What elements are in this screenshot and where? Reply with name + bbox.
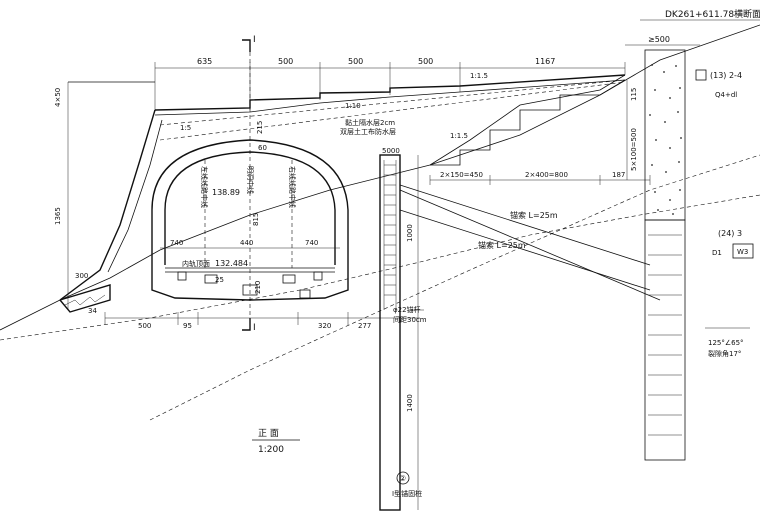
- slope-15: [429, 74, 626, 166]
- pile-spacing-label: 间距30cm: [393, 316, 427, 324]
- elev-rail: 132.484: [215, 259, 248, 268]
- label-left-track: 左线线路中线: [200, 166, 209, 208]
- dim-187: 187: [612, 171, 625, 179]
- pile-rebar-label: φ22锚杆: [393, 305, 421, 314]
- dim-95: 95: [183, 322, 192, 330]
- slope-10-label: 1:10: [345, 102, 361, 110]
- dim-740a: 740: [170, 239, 183, 247]
- section-mark-top-label: I: [253, 35, 256, 45]
- soil-layer-label: (13) 2-4: [710, 71, 742, 80]
- pile-number: ②: [399, 474, 406, 483]
- dim-25: 25: [215, 276, 224, 284]
- waterproof-layer-2: 双层土工布防水层: [340, 127, 396, 136]
- dim-60: 60: [258, 144, 267, 152]
- dim-5x100: 5×100=500: [630, 128, 638, 171]
- dim-ge500: ≥500: [648, 35, 670, 44]
- left-toe-hatch: [64, 294, 106, 306]
- section-mark-bottom-label: I: [253, 323, 256, 333]
- base-block: [282, 274, 296, 284]
- label-tunnel-centerline: 明洞中线: [246, 166, 255, 194]
- anchor-pile: [379, 154, 401, 511]
- dim-215: 215: [256, 121, 264, 134]
- dim-34: 34: [88, 307, 97, 315]
- waterproof-layer: 黏土隔水层2cm: [345, 118, 395, 127]
- dim-300: 300: [75, 272, 88, 280]
- soil-column-top: [644, 49, 686, 221]
- left-wall-inner: [107, 119, 163, 273]
- dim-2x400: 2×400=800: [525, 171, 568, 179]
- slope-dash: [159, 79, 626, 126]
- marker-box: [695, 69, 707, 81]
- dim-1365: 1365: [54, 207, 62, 225]
- rock-d1-label: D1: [712, 249, 722, 257]
- dim-top-500b: 500: [348, 57, 363, 66]
- slope-top-label: 1:1.5: [470, 72, 488, 80]
- dim-2x150: 2×150=450: [440, 171, 483, 179]
- slope-dash2: [159, 81, 626, 141]
- dim-210: 210: [254, 281, 262, 294]
- dim-277: 277: [358, 322, 371, 330]
- dim-500b: 500: [138, 322, 151, 330]
- backfill-top2: [154, 79, 626, 116]
- drawing-title: 正 面: [258, 428, 279, 439]
- base-block: [299, 289, 311, 299]
- rock-column: [644, 219, 686, 461]
- anchor-cable-1: [399, 184, 651, 266]
- joint-orientation: 125°∠65°: [708, 339, 744, 347]
- rock-w3-label: W3: [737, 248, 748, 256]
- rock-hatch: [648, 234, 682, 436]
- section-label: DK261+611.78横断面: [665, 8, 760, 20]
- anchor-cable-label-2: 锚索 L=25m: [478, 240, 526, 250]
- soil-dots: [649, 64, 682, 215]
- rail-label: 内轨顶面: [182, 259, 210, 268]
- dim-115: 115: [630, 88, 638, 101]
- slope-15-label: 1:5: [180, 124, 191, 132]
- elev-top: 138.89: [212, 188, 240, 197]
- dim-815: 815: [252, 213, 260, 226]
- dim-740b: 740: [305, 239, 318, 247]
- backfill-top: [154, 74, 626, 111]
- drain-left: [177, 271, 187, 281]
- left-toe: [59, 284, 111, 313]
- rock-boundary-line: [0, 194, 760, 341]
- dim-top-500a: 500: [278, 57, 293, 66]
- anchor-cable-2: [399, 209, 651, 291]
- dim-320: 320: [318, 322, 331, 330]
- dim-440: 440: [240, 239, 253, 247]
- drain-right: [313, 271, 323, 281]
- pile-name: I型锚固桩: [392, 489, 422, 498]
- left-wall: [59, 109, 156, 301]
- base-block: [204, 274, 218, 284]
- dim-1000: 1000: [406, 224, 414, 242]
- dim-4x50: 4×50: [54, 88, 62, 107]
- dim-top-635: 635: [197, 57, 212, 66]
- pile-number-circle: [396, 471, 410, 485]
- drawing-scale: 1:200: [258, 445, 284, 455]
- soil-type-label: Q4+dl: [715, 91, 737, 99]
- slope-mid-label: 1:1.5: [450, 132, 468, 140]
- original-ground-line: [149, 154, 760, 421]
- dim-top-500c: 500: [418, 57, 433, 66]
- joint-angle: 裂隙角17°: [708, 349, 741, 358]
- dim-top-1167: 1167: [535, 57, 555, 66]
- dim-5000: 5000: [382, 147, 400, 155]
- w3-box: [732, 243, 754, 259]
- pile-hatch: [384, 164, 396, 296]
- label-right-track: 右线线路中线: [288, 166, 297, 208]
- section-mark-top: [242, 39, 251, 52]
- rock-layer-label: (24) 3: [718, 229, 742, 238]
- dim-1400: 1400: [406, 394, 414, 412]
- section-mark-bottom: [242, 318, 251, 331]
- anchor-cable-1b: [399, 189, 661, 301]
- stepped-slope: [430, 79, 626, 166]
- anchor-cable-label-1: 锚索 L=25m: [510, 210, 558, 220]
